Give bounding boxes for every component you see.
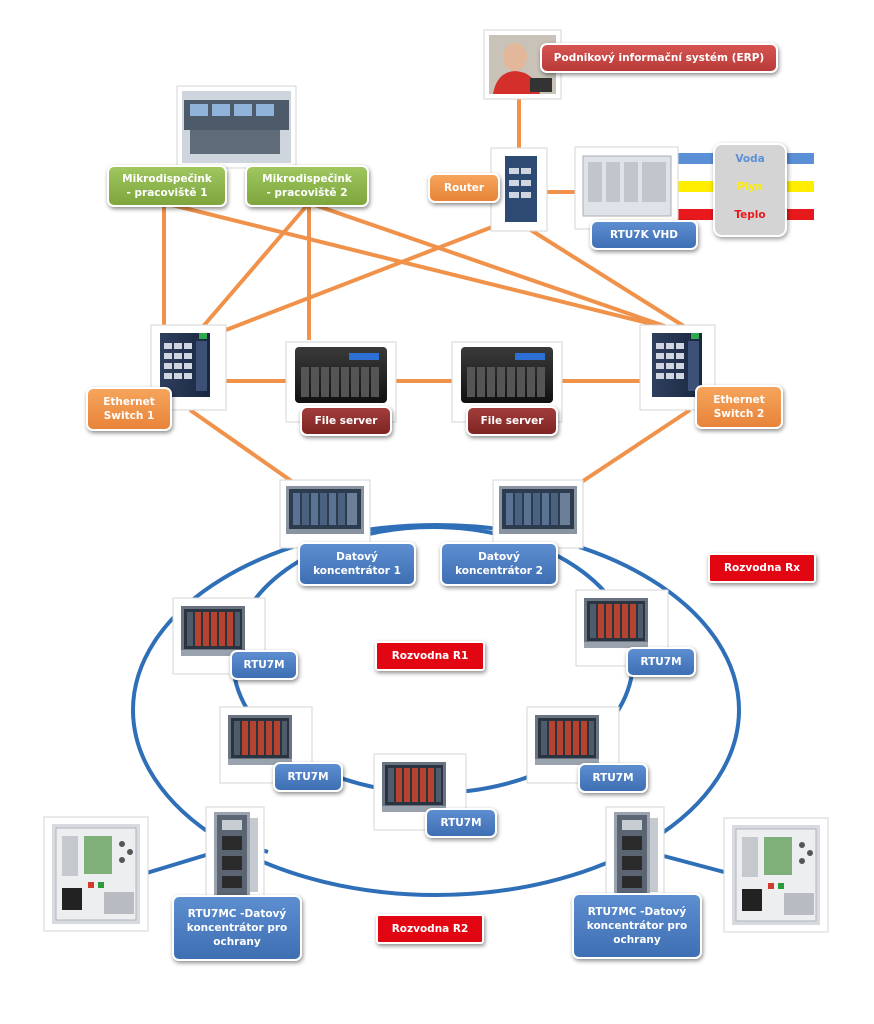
rtu7m-label: RTU7M xyxy=(230,650,298,680)
file-server-1-label: File server xyxy=(300,406,392,436)
rtu7k-vhd-label: RTU7K VHD xyxy=(590,220,698,250)
voda-label: Voda xyxy=(735,153,765,165)
rozvodna-r2-label: Rozvodna R2 xyxy=(376,914,484,944)
data-concentrator-2-device xyxy=(492,479,584,549)
rtu7mc-device-right xyxy=(605,806,665,904)
utility-media-box: Voda Plyn Teplo xyxy=(713,143,787,237)
router-device xyxy=(490,147,548,232)
router-label: Router xyxy=(428,173,500,203)
rtu7mc-left-label: RTU7MC -Datový koncentrátor pro ochrany xyxy=(172,895,302,961)
erp-label: Podnikový informační systém (ERP) xyxy=(540,43,778,73)
rtu7m-label: RTU7M xyxy=(626,647,696,677)
data-concentrator-1-device xyxy=(279,479,371,549)
protection-relay-right xyxy=(723,817,829,933)
rozvodna-r1-label: Rozvodna R1 xyxy=(375,641,485,671)
data-concentrator-2-label: Datový koncentrátor 2 xyxy=(440,542,558,586)
control-room-photo xyxy=(176,85,297,169)
rtu7m-label: RTU7M xyxy=(425,808,497,838)
rtu7k-device xyxy=(574,146,679,230)
rtu7mc-device-left xyxy=(205,806,265,904)
plyn-label: Plyn xyxy=(737,181,763,193)
file-server-2-label: File server xyxy=(466,406,558,436)
rtu7mc-right-label: RTU7MC -Datový koncentrátor pro ochrany xyxy=(572,893,702,959)
mikrodispecink-2-label: Mikrodispečink - pracoviště 2 xyxy=(245,165,369,207)
teplo-label: Teplo xyxy=(734,209,766,221)
rtu7m-label: RTU7M xyxy=(273,762,343,792)
ethernet-switch-2-label: Ethernet Switch 2 xyxy=(695,385,783,429)
ethernet-switch-1-label: Ethernet Switch 1 xyxy=(86,387,172,431)
network-links xyxy=(162,96,692,489)
protection-relay-left xyxy=(43,816,149,932)
rtu7m-label: RTU7M xyxy=(578,763,648,793)
rozvodna-rx-label: Rozvodna Rx xyxy=(708,553,816,583)
data-concentrator-1-label: Datový koncentrátor 1 xyxy=(298,542,416,586)
mikrodispecink-1-label: Mikrodispečink - pracoviště 1 xyxy=(107,165,227,207)
